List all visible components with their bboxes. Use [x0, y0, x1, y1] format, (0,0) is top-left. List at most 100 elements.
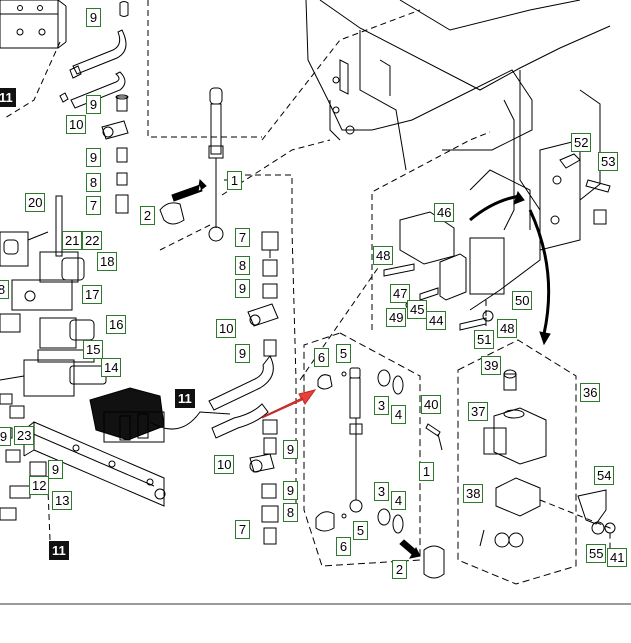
- callout-55: 55: [586, 544, 607, 563]
- callout-4: 4: [391, 491, 406, 510]
- callout-23: 23: [14, 426, 35, 445]
- callout-6: 6: [314, 348, 329, 367]
- callout-9: 9: [48, 460, 63, 479]
- dashed-route-2: [261, 9, 421, 141]
- curved-arrow-left: [469, 194, 521, 222]
- callout-4: 4: [391, 405, 406, 424]
- gas-strut-upper: [208, 87, 228, 242]
- dashed-route-right: [539, 499, 611, 560]
- valve-kit: [479, 369, 547, 548]
- top-left-manifold: [0, 0, 67, 49]
- callout-52: 52: [571, 133, 592, 152]
- callout-36: 36: [580, 383, 601, 402]
- dashed-route-4: [159, 224, 211, 251]
- red-arrow: [261, 389, 317, 419]
- bolt-51: [459, 317, 487, 331]
- callout-48: 48: [497, 319, 518, 338]
- callout-50: 50: [512, 291, 533, 310]
- callout-9: 9: [283, 440, 298, 459]
- callout-10: 10: [66, 115, 87, 134]
- callout-47: 47: [390, 284, 411, 303]
- top-hose-assembly: [59, 1, 129, 214]
- callout-12: 12: [29, 476, 50, 495]
- arrow-black-lower: [399, 539, 421, 559]
- dashed-route-bottom-left: [47, 489, 51, 560]
- bracket-part-2-lower: [423, 545, 445, 579]
- callout-53: 53: [598, 152, 619, 171]
- callout-46: 46: [434, 203, 455, 222]
- callout-9: 9: [86, 148, 101, 167]
- footer-divider: [0, 603, 631, 605]
- callout-7: 7: [235, 228, 250, 247]
- callout-38: 38: [463, 484, 484, 503]
- callout-22: 22: [82, 231, 103, 250]
- callout-1: 1: [227, 171, 242, 190]
- callout-40: 40: [421, 395, 442, 414]
- callout-9: 9: [235, 279, 250, 298]
- callout-44: 44: [426, 311, 447, 330]
- callout-5: 5: [353, 521, 368, 540]
- callout-9: 9: [0, 427, 11, 446]
- cylinder-kit: [315, 367, 404, 534]
- dashed-route-6: [299, 264, 381, 381]
- callout-9: 9: [86, 8, 101, 27]
- callout-9: 9: [86, 95, 101, 114]
- callout-8: 8: [86, 173, 101, 192]
- bolt-47: [419, 287, 439, 301]
- sensor-44: [439, 253, 467, 301]
- washer-55: [591, 521, 605, 535]
- screw-40: [425, 423, 443, 451]
- callout-11: 11: [0, 88, 16, 107]
- curved-arrow-right: [528, 209, 551, 335]
- mid-right-fittings: [208, 231, 279, 439]
- callout-21: 21: [62, 231, 83, 250]
- callout-3: 3: [374, 482, 389, 501]
- callout-49: 49: [386, 308, 407, 327]
- callout-37: 37: [468, 402, 489, 421]
- bracket-part-2-upper: [159, 202, 185, 225]
- cylinder-kit-outline: [303, 332, 421, 567]
- callout-2: 2: [392, 560, 407, 579]
- dashed-route-3: [221, 139, 331, 196]
- callout-5: 5: [336, 344, 351, 363]
- callout-8: 8: [283, 503, 298, 522]
- callout-6: 6: [336, 537, 351, 556]
- callout-8: 8: [0, 280, 9, 299]
- callout-7: 7: [86, 196, 101, 215]
- callout-13: 13: [52, 491, 73, 510]
- callout-48: 48: [373, 246, 394, 265]
- valve-kit-outline: [457, 339, 577, 585]
- callout-10: 10: [216, 319, 237, 338]
- bottom-left-fittings: [0, 393, 47, 521]
- callout-51: 51: [474, 330, 495, 349]
- arrow-black-upper: [171, 178, 207, 202]
- bracket-54: [577, 489, 607, 525]
- callout-3: 3: [374, 396, 389, 415]
- callout-2: 2: [140, 206, 155, 225]
- callout-11: 11: [175, 389, 195, 408]
- lower-fittings: [249, 419, 279, 545]
- dashed-route-5: [371, 131, 491, 330]
- callout-7: 7: [235, 520, 250, 539]
- control-valve-stack: [89, 387, 231, 443]
- dashed-bracket-top: [147, 0, 262, 138]
- callout-9: 9: [283, 481, 298, 500]
- callout-45: 45: [407, 300, 428, 319]
- callout-1: 1: [419, 462, 434, 481]
- left-solenoid-valves: [0, 195, 107, 397]
- dashed-route-1: [235, 174, 297, 510]
- machine-frame: [305, 0, 611, 311]
- callout-9: 9: [235, 344, 250, 363]
- callout-14: 14: [101, 358, 122, 377]
- callout-16: 16: [106, 315, 127, 334]
- plate-50: [469, 237, 505, 295]
- callout-54: 54: [594, 466, 615, 485]
- callout-8: 8: [235, 256, 250, 275]
- callout-41: 41: [607, 548, 628, 567]
- dashed-leader-top: [4, 41, 61, 119]
- callout-20: 20: [25, 193, 46, 212]
- callout-10: 10: [214, 455, 235, 474]
- callout-15: 15: [83, 340, 104, 359]
- bolt-48-upper: [383, 263, 415, 277]
